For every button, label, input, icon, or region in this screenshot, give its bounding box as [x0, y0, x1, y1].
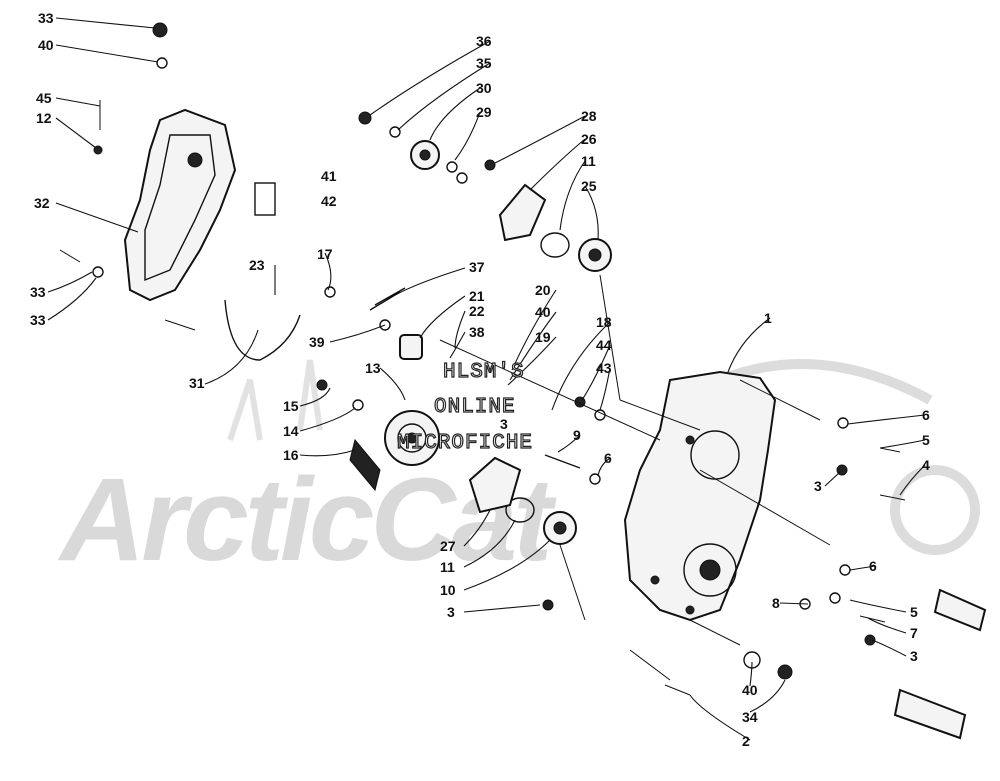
callout-2: 2 — [742, 733, 750, 749]
watermark-line-2: ONLINE — [434, 396, 516, 419]
callout-39: 40 — [535, 304, 551, 320]
callout-23: 23 — [249, 257, 265, 273]
callout-6-center: 6 — [604, 450, 612, 466]
callout-11-bottom: 11 — [440, 559, 455, 575]
callout-38: 39 — [309, 334, 325, 350]
callout-12: 12 — [36, 110, 52, 126]
callout-6-top: 6 — [922, 407, 930, 423]
callout-37: 38 — [469, 324, 485, 340]
callout-10: 10 — [440, 582, 456, 598]
callout-29: 31 — [189, 375, 205, 391]
shafts-bolts — [59, 100, 987, 740]
chain-case-cover — [123, 108, 237, 302]
callout-3-center: 3 — [500, 416, 508, 432]
callout-28: 30 — [476, 80, 492, 96]
callout-30: 32 — [34, 195, 50, 211]
callout-20: 20 — [535, 282, 551, 298]
callout-22: 22 — [469, 303, 485, 319]
sprocket — [384, 410, 440, 466]
callout-17: 17 — [317, 246, 333, 262]
callout-25-top: 26 — [581, 131, 597, 147]
callout-35: 36 — [476, 33, 492, 49]
assembly-axes — [164, 274, 831, 681]
callout-41: 41 — [321, 168, 337, 184]
callout-3-bottom: 3 — [910, 648, 918, 664]
callout-5-bottom: 5 — [910, 604, 918, 620]
callout-21: 21 — [469, 288, 485, 304]
callout-33-top: 33 — [38, 10, 54, 26]
callout-43: 43 — [596, 360, 612, 376]
callout-31: 33 — [30, 284, 46, 300]
watermark-line-3: MICROFICHE — [397, 432, 533, 455]
small-sprocket — [410, 140, 440, 170]
callout-36: 37 — [469, 259, 485, 275]
callout-16: 16 — [283, 447, 299, 463]
chain-case — [623, 370, 777, 622]
callout-4: 4 — [922, 457, 930, 473]
callout-11-top: 11 — [581, 153, 596, 169]
callout-13: 13 — [365, 360, 381, 376]
callout-25-bottom: 27 — [440, 538, 456, 554]
callout-33-bottom: 34 — [742, 709, 758, 725]
callout-26: 28 — [581, 108, 597, 124]
callout-3-right: 3 — [814, 478, 822, 494]
callout-34: 35 — [476, 55, 492, 71]
callout-42: 42 — [321, 193, 337, 209]
watermark-line-1: HLSM'S — [443, 361, 525, 384]
callout-9: 9 — [573, 427, 581, 443]
callout-40-bottom: 40 — [742, 682, 758, 698]
callout-3-left: 3 — [447, 604, 455, 620]
bearing-plates — [468, 183, 547, 514]
callout-14: 14 — [283, 423, 299, 439]
callout-44: 44 — [596, 337, 612, 353]
callout-8: 8 — [772, 595, 780, 611]
callout-24: 25 — [581, 178, 597, 194]
callout-15: 15 — [283, 398, 299, 414]
watermark-text: HLSM'S ONLINE MICROFICHE — [396, 360, 533, 455]
callout-32: 33 — [30, 312, 46, 328]
callout-1: 1 — [764, 310, 772, 326]
callout-45: 45 — [36, 90, 52, 106]
callout-5-top: 5 — [922, 432, 930, 448]
callout-27: 29 — [476, 104, 492, 120]
bearings — [92, 22, 876, 680]
leader-lines — [47, 17, 926, 741]
callouts: 33 40 45 12 32 33 33 23 31 17 37 21 22 3… — [30, 10, 930, 749]
callout-6-bottom: 6 — [869, 558, 877, 574]
callout-40-top: 40 — [38, 37, 54, 53]
callout-19: 19 — [535, 329, 551, 345]
callout-18: 18 — [596, 314, 612, 330]
callout-7: 7 — [910, 625, 918, 641]
